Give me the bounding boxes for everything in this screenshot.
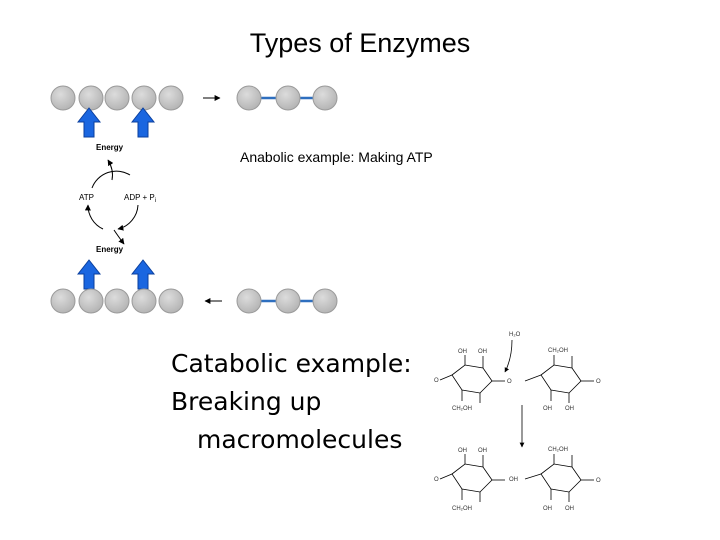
monomer (104, 85, 130, 111)
catabolic-line-2: Breaking up (171, 387, 322, 416)
monomer (312, 288, 338, 314)
catabolic-line-3: macromolecules (197, 425, 403, 454)
cycle-arc-top (91, 170, 131, 189)
monomer (131, 85, 157, 111)
ch2oh-label: CH₂OH (452, 406, 472, 412)
monomer (312, 85, 338, 111)
up-arrow-icon (76, 259, 102, 290)
oh-label: OH (565, 506, 574, 512)
energy-top-label: Energy (96, 143, 124, 152)
bottom-polymer (236, 288, 338, 314)
monomer (158, 288, 184, 314)
o-label: O (434, 378, 439, 384)
cycle-branch-top (107, 159, 114, 181)
anabolic-caption: Anabolic example: Making ATP (240, 149, 433, 165)
ch2oh-label: CH₂OH (548, 447, 568, 453)
o-label: O (596, 478, 601, 484)
atp-cycle: Energy ATP ADP + Pi Energy (79, 143, 156, 254)
sugar-ring (451, 463, 493, 493)
cycle-branch-bottom (113, 229, 125, 245)
monomer (236, 85, 262, 111)
glucose-hydrolysis-diagram (439, 339, 594, 502)
up-arrow-icon (76, 107, 102, 138)
sugar-ring (540, 364, 582, 394)
monomer (50, 288, 76, 314)
oh-label: OH (458, 448, 467, 454)
sugar-ring (451, 364, 493, 394)
energy-input-arrows (76, 107, 156, 138)
adp-label: ADP + Pi (124, 193, 156, 204)
monomer (158, 85, 184, 111)
oh-label: OH (543, 406, 552, 412)
oh-label: OH (509, 477, 518, 483)
up-arrow-icon (130, 107, 156, 138)
oh-label: OH (458, 349, 467, 355)
o-label: O (507, 379, 512, 385)
energy-release-arrows (76, 259, 156, 290)
monomer (275, 288, 301, 314)
monomer (78, 288, 104, 314)
slide-title: Types of Enzymes (249, 28, 471, 58)
ch2oh-label: CH₂OH (452, 506, 472, 512)
atp-label: ATP (79, 193, 94, 202)
monomer (50, 85, 76, 111)
monomer (131, 288, 157, 314)
o-label: O (596, 379, 601, 385)
oh-label: OH (478, 448, 487, 454)
bottom-monomers (50, 288, 184, 314)
energy-bottom-label: Energy (96, 245, 124, 254)
monomer (78, 85, 104, 111)
sugar-ring (540, 463, 582, 493)
cycle-arc-left (84, 204, 104, 230)
top-monomers (50, 85, 184, 111)
catabolic-caption: Catabolic example: Breaking up macromole… (171, 345, 412, 459)
monomer (275, 85, 301, 111)
oh-label: OH (478, 349, 487, 355)
water-arrow (504, 339, 513, 373)
water-label: H₂O (509, 332, 521, 338)
oh-label: OH (565, 406, 574, 412)
cycle-arc-right (117, 204, 139, 231)
oh-label: OH (543, 506, 552, 512)
glucose-labels: H₂O OH OH CH₂OH O O O CH₂OH OH OH OH OH … (434, 332, 601, 512)
ch2oh-label: CH₂OH (548, 348, 568, 354)
o-label: O (434, 477, 439, 483)
catabolic-line-1: Catabolic example: (171, 349, 412, 378)
up-arrow-icon (130, 259, 156, 290)
monomer (104, 288, 130, 314)
top-polymer (236, 85, 338, 111)
monomer (236, 288, 262, 314)
